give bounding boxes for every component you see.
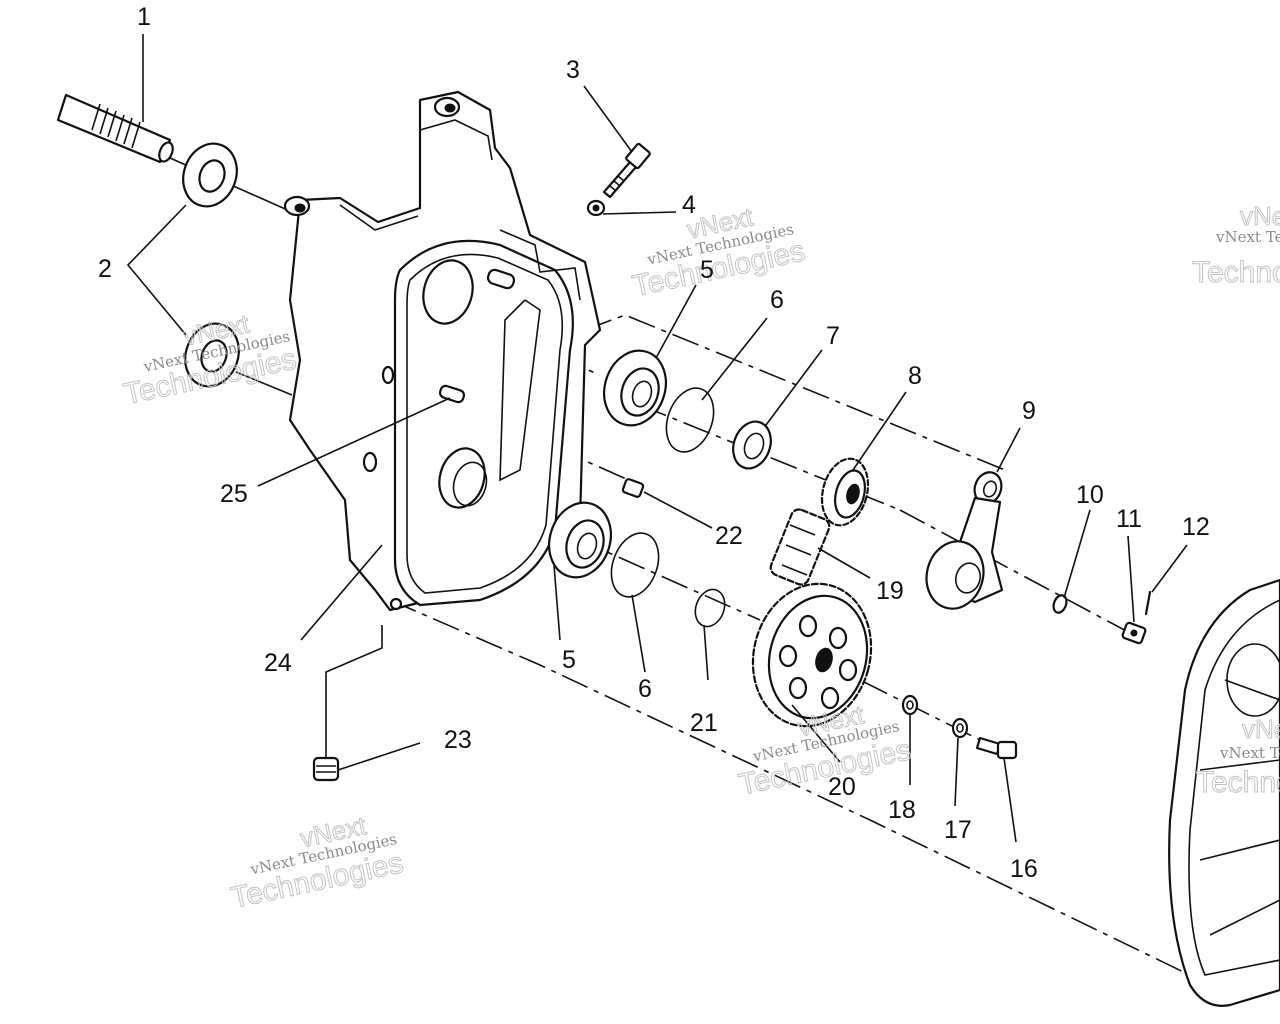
cotter-pin-part-12 bbox=[1144, 590, 1152, 616]
upper-sprocket-part-8 bbox=[820, 457, 870, 527]
bearing-part-5-lower bbox=[548, 501, 612, 579]
snap-ring-part-6-lower bbox=[610, 532, 660, 598]
watermark-line: vNext Technologies bbox=[1215, 228, 1280, 246]
callout-16: 16 bbox=[1010, 855, 1038, 883]
callout-12: 12 bbox=[1182, 513, 1210, 541]
callout-3: 3 bbox=[566, 56, 580, 84]
snap-ring-part-6-upper bbox=[665, 387, 715, 453]
callout-10: 10 bbox=[1076, 481, 1104, 509]
callout-25: 25 bbox=[220, 480, 248, 508]
spacer-part-7 bbox=[732, 420, 772, 470]
callout-11: 11 bbox=[1116, 505, 1142, 533]
tensioner-arm-part-9 bbox=[925, 471, 1004, 610]
watermark-big: Technologies bbox=[1196, 766, 1280, 799]
leader-lines bbox=[126, 34, 1188, 843]
nut-part-4 bbox=[586, 199, 606, 217]
bolt-part-3 bbox=[602, 142, 651, 199]
washer-part-10 bbox=[1052, 594, 1068, 614]
watermark-logo: vNext bbox=[1242, 714, 1280, 744]
callout-20: 20 bbox=[828, 773, 856, 801]
chaincase-housing-part-24 bbox=[283, 90, 602, 612]
callout-21: 21 bbox=[690, 709, 718, 737]
callout-5-upper: 5 bbox=[700, 256, 714, 284]
callout-8: 8 bbox=[908, 362, 922, 390]
seal-part-2-lower bbox=[184, 322, 240, 388]
callout-6-lower: 6 bbox=[638, 675, 652, 703]
chaincase-cover bbox=[1168, 578, 1280, 1007]
callout-1: 1 bbox=[137, 3, 151, 31]
callout-labels: 1 2 3 4 5 6 7 8 9 10 11 12 25 22 19 24 5… bbox=[98, 3, 1210, 883]
callout-7: 7 bbox=[826, 322, 840, 350]
callout-4: 4 bbox=[682, 191, 696, 219]
callout-17: 17 bbox=[944, 816, 972, 844]
watermarks-right-edge: vNext vNext Technologies Technologies vN… bbox=[1192, 201, 1280, 800]
callout-23: 23 bbox=[444, 726, 472, 754]
callout-2: 2 bbox=[98, 255, 112, 283]
watermark-big: Technologies bbox=[1192, 256, 1280, 289]
lower-sprocket-part-20 bbox=[751, 582, 873, 728]
drain-plug-part-23 bbox=[312, 756, 340, 782]
callout-22: 22 bbox=[715, 522, 743, 550]
watermark-logo: vNext bbox=[1240, 201, 1280, 231]
bolt-part-16 bbox=[975, 736, 1018, 760]
washer-part-18 bbox=[901, 694, 919, 716]
callout-18: 18 bbox=[888, 796, 916, 824]
callout-5-lower: 5 bbox=[562, 646, 576, 674]
drive-shaft-part-1 bbox=[56, 93, 174, 164]
bearing-part-5-upper bbox=[603, 349, 667, 427]
chain-part-19 bbox=[769, 508, 831, 586]
callout-9: 9 bbox=[1022, 397, 1036, 425]
callout-6-upper: 6 bbox=[770, 286, 784, 314]
nut-part-11 bbox=[1121, 621, 1147, 645]
callout-19: 19 bbox=[876, 577, 904, 605]
washer-part-17 bbox=[951, 717, 969, 739]
key-part-22 bbox=[621, 478, 645, 498]
callout-24: 24 bbox=[264, 649, 292, 677]
seal-part-2-upper bbox=[182, 142, 238, 208]
watermark-line: vNext Technologies bbox=[1219, 744, 1280, 762]
